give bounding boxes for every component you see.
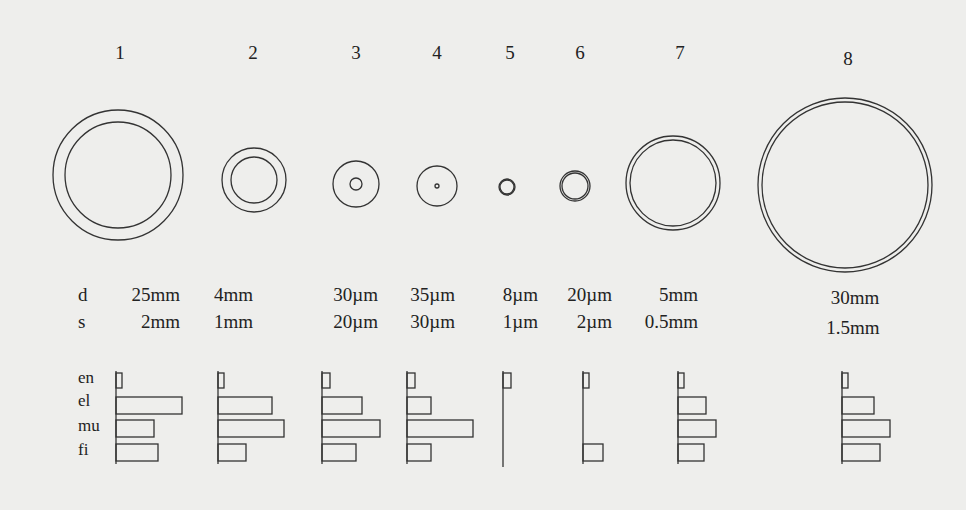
diameter-value: 8µm [503, 284, 538, 307]
diameter-value: 30mm [831, 287, 880, 310]
wall-value: 0.5mm [645, 311, 698, 334]
row-label: s [78, 311, 85, 334]
wall-value: 1µm [503, 311, 538, 334]
tube-number: 3 [351, 42, 361, 65]
bar-label: fi [78, 440, 88, 460]
tube-number: 6 [575, 42, 585, 65]
wall-value: 1mm [214, 311, 253, 334]
wall-value: 2µm [577, 311, 612, 334]
diameter-value: 25mm [131, 284, 180, 307]
row-label: d [78, 284, 88, 307]
diameter-value: 4mm [214, 284, 253, 307]
wall-value: 30µm [410, 311, 455, 334]
tube-number: 8 [843, 48, 853, 71]
diameter-value: 20µm [567, 284, 612, 307]
diameter-value: 30µm [333, 284, 378, 307]
diameter-value: 35µm [410, 284, 455, 307]
bar-label: el [78, 391, 90, 411]
wall-value: 1.5mm [826, 317, 879, 340]
wall-value: 20µm [333, 311, 378, 334]
tube-number: 1 [115, 42, 125, 65]
tube-number: 7 [675, 42, 685, 65]
property-bars [116, 371, 890, 467]
bar-label: mu [78, 416, 100, 436]
bar-label: en [78, 368, 94, 388]
wall-value: 2mm [141, 311, 180, 334]
tube-number: 4 [432, 42, 442, 65]
tube-number: 5 [505, 42, 515, 65]
tube-number: 2 [248, 42, 258, 65]
diameter-value: 5mm [659, 284, 698, 307]
tube-cross-sections [53, 98, 932, 272]
